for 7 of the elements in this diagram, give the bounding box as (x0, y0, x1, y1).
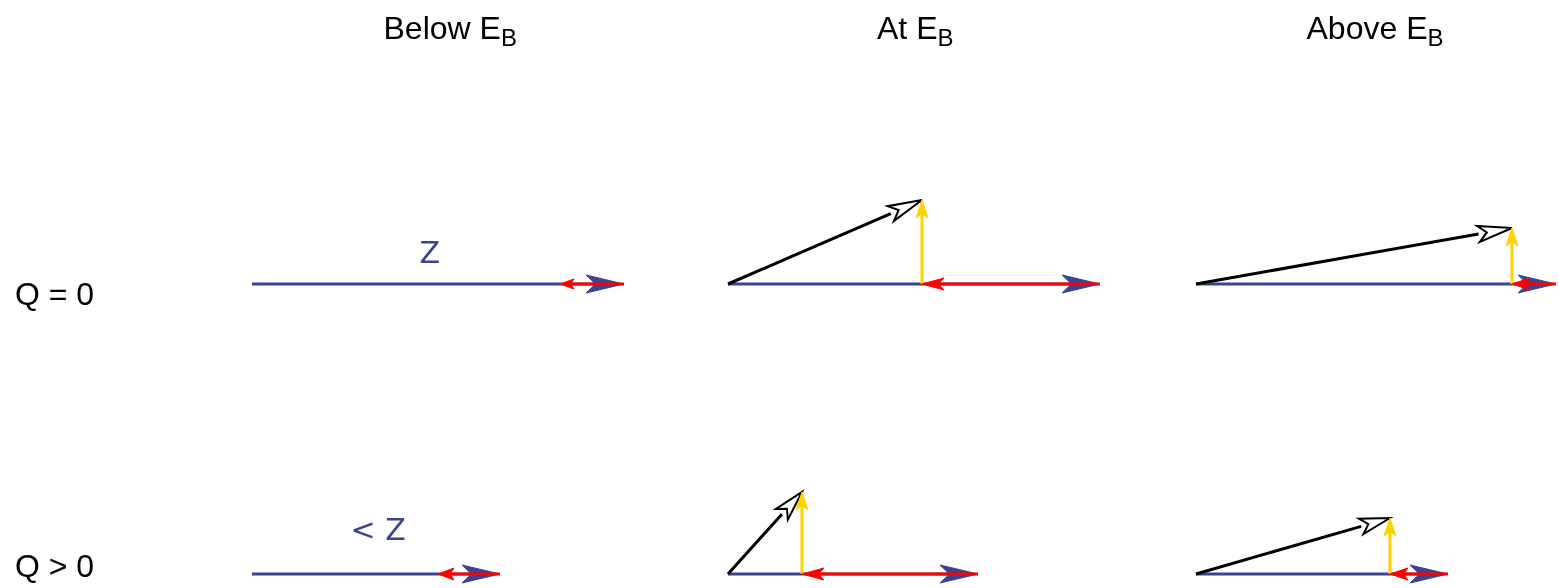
vector-label: Z (419, 238, 441, 268)
heading: Above E$_{B}$ (1306, 12, 1444, 51)
heading: Below E$_{B}$ (383, 12, 517, 51)
heading: At E$_{B}$ (877, 12, 954, 51)
row-label: Q = 0 (15, 278, 95, 310)
vector-label: < Z (350, 515, 406, 545)
row-label: Q > 0 (15, 550, 95, 582)
